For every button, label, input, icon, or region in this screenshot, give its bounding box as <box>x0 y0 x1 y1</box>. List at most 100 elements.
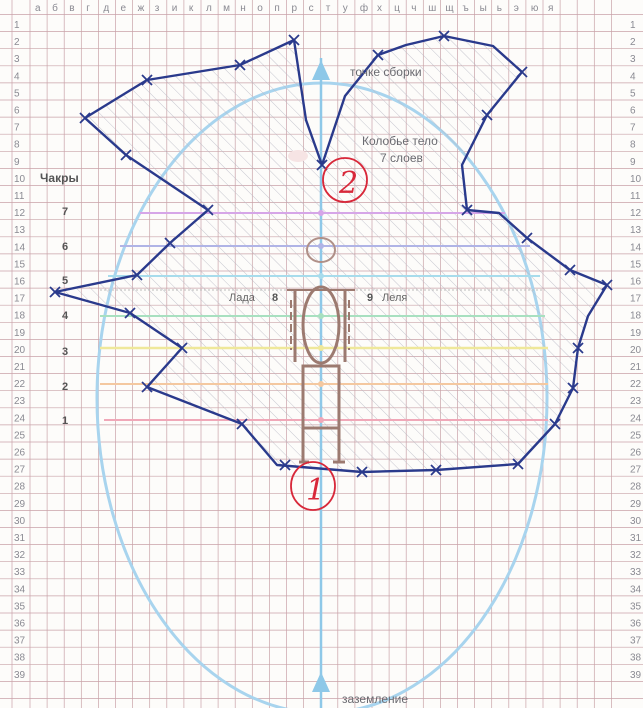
column-letter: б <box>52 2 58 14</box>
row-number: 24 <box>630 413 642 424</box>
row-number: 37 <box>630 636 642 647</box>
row-number: 16 <box>630 277 642 288</box>
column-letter: а <box>35 3 41 14</box>
row-number: 15 <box>630 259 642 270</box>
row-number: 33 <box>14 567 26 578</box>
row-number: 4 <box>14 71 20 82</box>
row-number: 28 <box>14 482 26 493</box>
axis-arrow-top <box>312 60 330 80</box>
row-number: 25 <box>630 430 642 441</box>
row-number: 27 <box>14 465 26 476</box>
row-number: 10 <box>630 174 642 185</box>
row-number: 24 <box>14 413 26 424</box>
row-number: 38 <box>14 653 26 664</box>
row-number: 14 <box>14 242 26 253</box>
row-number: 35 <box>14 601 26 612</box>
column-letter: ф <box>360 2 368 14</box>
column-letter: ъ <box>463 3 469 14</box>
row-number: 27 <box>630 465 642 476</box>
row-number: 31 <box>14 533 26 544</box>
row-number: 11 <box>630 191 641 202</box>
row-number: 12 <box>14 208 26 219</box>
row-number: 18 <box>630 311 642 322</box>
chakra-num-5: 5 <box>62 275 68 287</box>
row-number: 36 <box>630 619 642 630</box>
row-number: 2 <box>630 37 636 48</box>
row-number: 8 <box>14 140 20 151</box>
row-number: 7 <box>14 123 20 134</box>
row-number: 28 <box>630 482 642 493</box>
row-number: 22 <box>14 379 26 390</box>
column-letter: н <box>240 3 246 14</box>
column-letter: ь <box>497 3 502 14</box>
row-number: 1 <box>14 20 20 31</box>
column-letter: д <box>103 3 109 14</box>
row-number: 9 <box>14 157 20 168</box>
row-number: 29 <box>14 499 26 510</box>
column-letter: ы <box>480 3 487 14</box>
row-number: 36 <box>14 619 26 630</box>
row-number: 18 <box>14 311 26 322</box>
row-number: 34 <box>14 584 26 595</box>
row-number: 32 <box>630 550 642 561</box>
chakra-num-4: 4 <box>62 310 69 322</box>
row-number: 11 <box>14 191 25 202</box>
row-number: 26 <box>14 448 26 459</box>
chakra-num-2: 2 <box>62 381 68 393</box>
row-number: 21 <box>14 362 26 373</box>
column-letter: в <box>69 3 74 14</box>
column-letter: т <box>326 3 331 14</box>
axis-arrow-bottom <box>312 672 330 692</box>
row-number: 16 <box>14 277 26 288</box>
column-letter: с <box>309 3 314 14</box>
row-number: 17 <box>14 294 26 305</box>
row-number: 1 <box>630 20 636 31</box>
chakra-num-7: 7 <box>62 206 68 218</box>
row-number: 5 <box>630 88 636 99</box>
row-number: 37 <box>14 636 26 647</box>
column-letter: э <box>514 3 519 14</box>
column-letters: абвгдежзиклмнопрстуфхцчшщъыьэюя <box>35 2 553 14</box>
marker-2-label: 2 <box>338 166 358 201</box>
column-letter: ч <box>411 3 416 14</box>
column-letter: и <box>172 3 178 14</box>
row-number: 23 <box>630 396 642 407</box>
chakra-num-1: 1 <box>62 415 68 427</box>
row-number: 8 <box>630 140 636 151</box>
column-letter: я <box>548 3 553 14</box>
column-letter: ю <box>531 3 539 14</box>
column-letter: ш <box>428 3 436 14</box>
column-letter: г <box>86 3 90 14</box>
lelya-number: 9 <box>367 292 373 304</box>
lelya-label: Леля <box>382 292 407 304</box>
cocoon-label-line2: 7 слоев <box>380 151 423 165</box>
row-number: 19 <box>630 328 642 339</box>
marker-1-label: 1 <box>306 473 325 508</box>
row-number: 33 <box>630 567 642 578</box>
grounding-label: заземление <box>342 692 408 706</box>
row-number: 38 <box>630 653 642 664</box>
row-number: 7 <box>630 123 636 134</box>
column-letter: л <box>206 3 212 14</box>
row-number: 35 <box>630 601 642 612</box>
row-number: 19 <box>14 328 26 339</box>
column-letter: п <box>274 3 279 14</box>
row-number: 6 <box>14 106 20 117</box>
row-number: 23 <box>14 396 26 407</box>
column-letter: м <box>223 3 230 14</box>
row-number: 9 <box>630 157 636 168</box>
column-letter: ж <box>138 3 145 14</box>
row-number: 21 <box>630 362 642 373</box>
column-letter: з <box>155 3 160 14</box>
row-number: 20 <box>630 345 642 356</box>
origin-blob <box>288 150 308 162</box>
row-number: 3 <box>14 54 20 65</box>
row-number: 20 <box>14 345 26 356</box>
row-number: 39 <box>14 670 26 681</box>
assembly-point-label: точке сборки <box>350 65 422 79</box>
column-letter: ц <box>394 3 400 14</box>
row-number: 22 <box>630 379 642 390</box>
column-letter: щ <box>445 3 453 14</box>
